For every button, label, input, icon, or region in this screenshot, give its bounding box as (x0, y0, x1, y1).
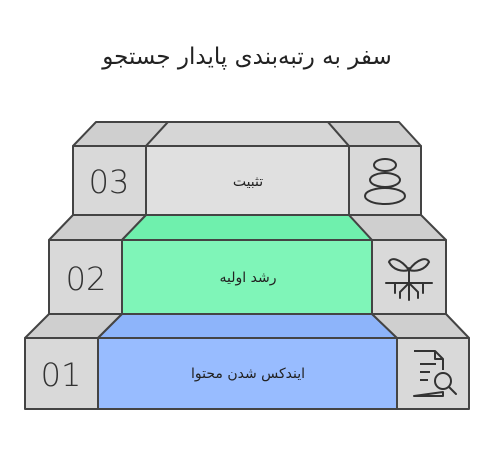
step-02-center-top (121, 214, 373, 241)
step-02 (48, 214, 447, 315)
step-02-number: 02 (66, 260, 107, 298)
step-03 (72, 121, 422, 216)
step-01-center-top (97, 313, 398, 339)
step-01 (24, 313, 470, 410)
step-03-number: 03 (89, 163, 130, 201)
sprout-icon (385, 258, 433, 301)
step-03-number-box (72, 145, 147, 216)
document-search-icon (413, 350, 457, 397)
step-01-icon-box (396, 337, 470, 410)
step-01-number-box (24, 337, 99, 410)
step-02-label: رشد اولیه (220, 270, 277, 286)
step-01-number: 01 (41, 356, 82, 394)
step-01-label: ایندکس شدن محتوا (191, 366, 305, 382)
step-03-center-top (145, 121, 350, 147)
stones-icon (364, 158, 406, 205)
diagram-title: سفر به رتبه‌بندی پایدار جستجو (102, 44, 392, 70)
step-03-label-box (145, 145, 350, 216)
step-01-label-box (97, 337, 398, 410)
step-03-label: تثبیت (233, 174, 263, 190)
